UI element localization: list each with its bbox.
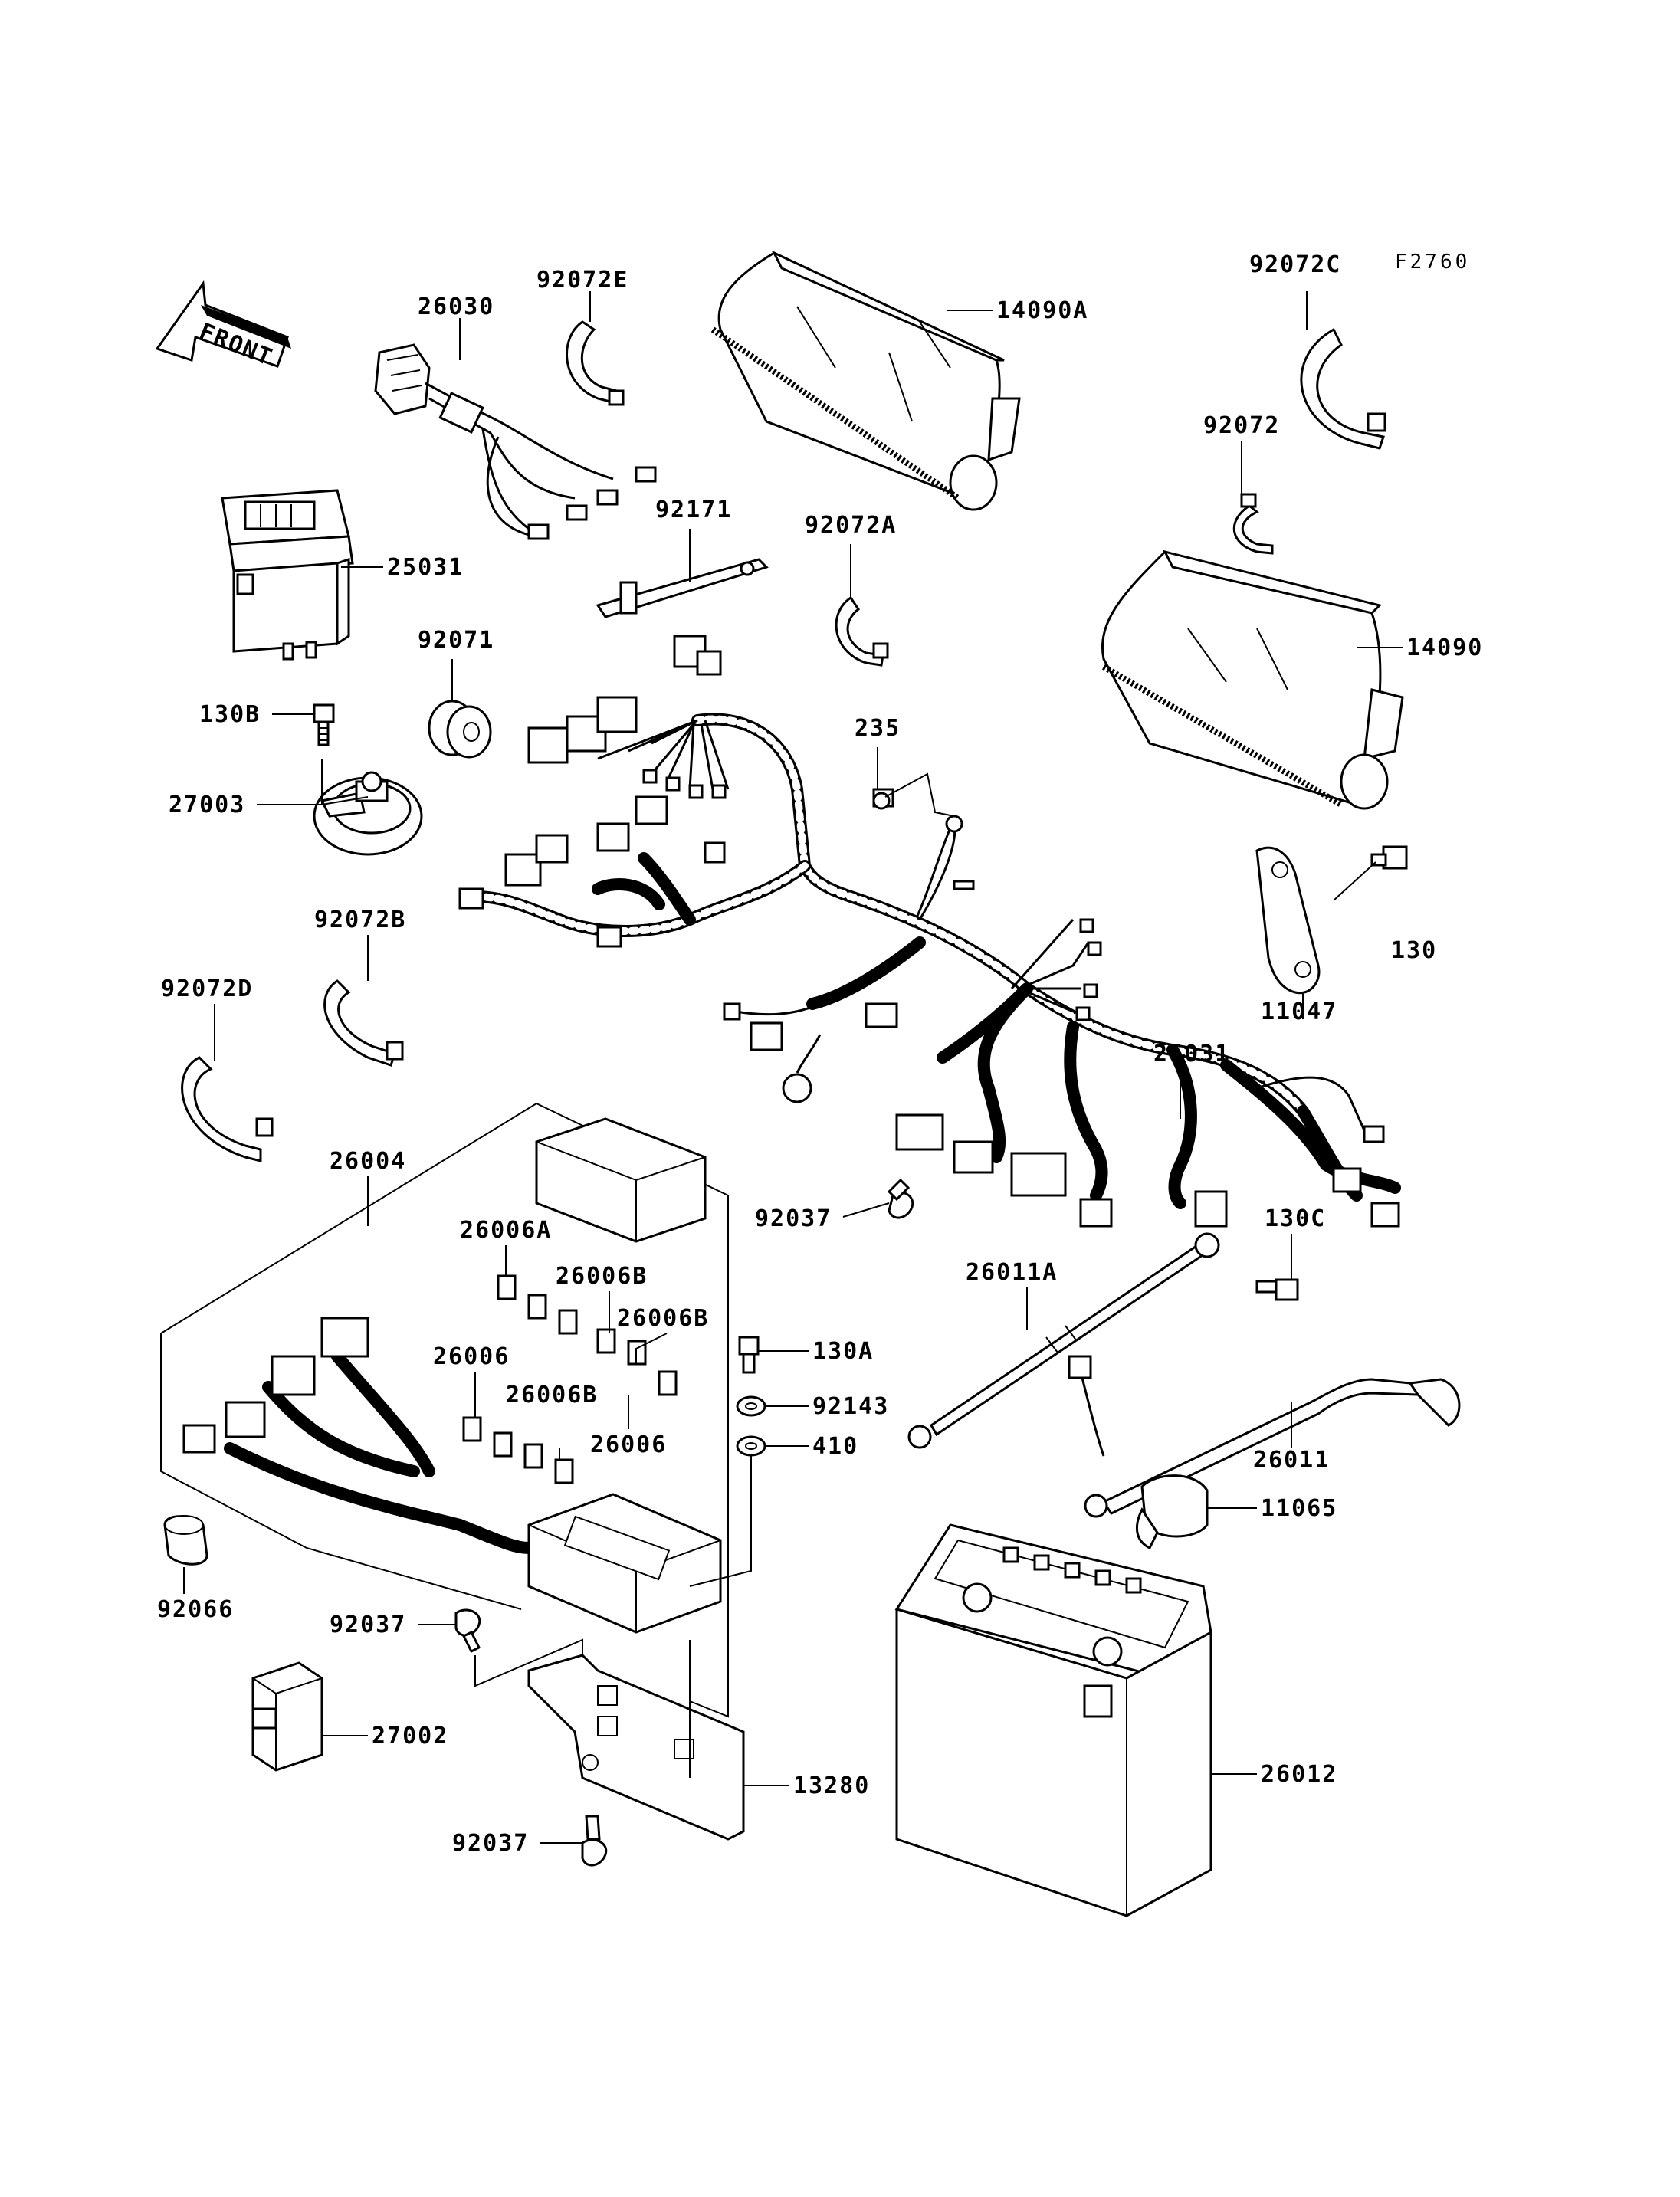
callout-130A: 130A — [812, 1338, 874, 1365]
callout-26011: 26011 — [1253, 1447, 1330, 1474]
sub-harness-26030 — [374, 343, 657, 540]
callout-92072: 92072 — [1203, 412, 1280, 439]
callout-26004: 26004 — [330, 1148, 406, 1175]
bolt-130B — [313, 703, 335, 746]
callout-25031: 25031 — [387, 554, 464, 581]
callout-13280: 13280 — [793, 1772, 870, 1799]
lead-26011 — [1068, 1355, 1461, 1518]
figure-id: F2760 — [1395, 251, 1470, 274]
callout-92072D: 92072D — [161, 976, 253, 1002]
clip-92037-top — [887, 1178, 914, 1219]
grommet-92066 — [163, 1515, 208, 1566]
strap-92072D — [181, 1056, 274, 1162]
cover-14090 — [1101, 549, 1404, 810]
plate-11047 — [1255, 846, 1321, 995]
callout-26012: 26012 — [1261, 1761, 1337, 1788]
callout-92143: 92143 — [812, 1393, 889, 1420]
callout-26006B-1: 26006B — [556, 1263, 648, 1290]
fuse-box-assembly-26004 — [160, 1102, 729, 1718]
main-harness-26031 — [458, 635, 1401, 1228]
callout-27002: 27002 — [372, 1723, 448, 1749]
lead-26011A — [907, 1232, 1220, 1449]
callout-26006-2: 26006 — [590, 1431, 667, 1458]
relay-27002 — [251, 1661, 323, 1772]
bracket-13280 — [527, 1654, 745, 1841]
callout-26006A: 26006A — [460, 1217, 552, 1244]
leader-lines — [183, 291, 1403, 1844]
bolt-130C — [1255, 1278, 1299, 1301]
callout-130C: 130C — [1265, 1205, 1326, 1232]
callout-92066: 92066 — [157, 1596, 234, 1623]
callout-410: 410 — [812, 1433, 858, 1460]
callout-14090A: 14090A — [996, 297, 1088, 324]
callout-14090: 14090 — [1406, 635, 1483, 661]
clip-92037-mid — [454, 1608, 481, 1654]
callout-26031: 26031 — [1153, 1041, 1230, 1067]
washer-92143 — [736, 1395, 766, 1417]
grommet-92071 — [428, 700, 492, 759]
callout-92072C: 92072C — [1249, 251, 1341, 278]
strap-92072B — [323, 979, 404, 1067]
meter-25031 — [221, 489, 354, 661]
callout-92071: 92071 — [418, 627, 494, 654]
callout-26011A: 26011A — [966, 1259, 1058, 1286]
cap-11065 — [1135, 1474, 1209, 1550]
callout-11065: 11065 — [1261, 1495, 1337, 1522]
strap-92072A — [835, 595, 889, 667]
bolt-130A — [738, 1336, 760, 1374]
callout-92072A: 92072A — [805, 512, 897, 539]
front-arrow-icon: FRONT — [155, 280, 291, 372]
callout-92171: 92171 — [655, 497, 732, 523]
callout-92037-mid: 92037 — [330, 1612, 406, 1638]
callout-26006B-2: 26006B — [617, 1305, 709, 1332]
callout-26006-1: 26006 — [433, 1343, 510, 1370]
callout-92072E: 92072E — [536, 267, 628, 293]
bolt-130 — [1370, 845, 1408, 870]
callout-27003: 27003 — [169, 792, 245, 818]
callout-26006B-3: 26006B — [506, 1382, 598, 1408]
cover-14090A — [710, 250, 1021, 511]
callout-26030: 26030 — [418, 293, 494, 320]
strap-92072C — [1300, 327, 1386, 450]
battery-26012 — [894, 1523, 1212, 1917]
washer-410 — [736, 1435, 766, 1457]
callout-labels: 92072E 26030 14090A 92072C 92072 92171 9… — [157, 251, 1483, 1857]
callout-92072B: 92072B — [314, 907, 406, 933]
callout-11047: 11047 — [1261, 998, 1337, 1025]
clip-92037-bot — [581, 1815, 608, 1867]
callout-130B: 130B — [199, 701, 261, 728]
strap-92072 — [1232, 493, 1274, 555]
callout-130: 130 — [1391, 937, 1437, 964]
strap-92072E — [566, 320, 625, 406]
horn-27003 — [313, 771, 423, 856]
callout-92037-top: 92037 — [755, 1205, 832, 1232]
callout-235: 235 — [855, 715, 901, 742]
callout-92037-bot: 92037 — [452, 1830, 529, 1857]
bracket-92171 — [596, 558, 769, 618]
